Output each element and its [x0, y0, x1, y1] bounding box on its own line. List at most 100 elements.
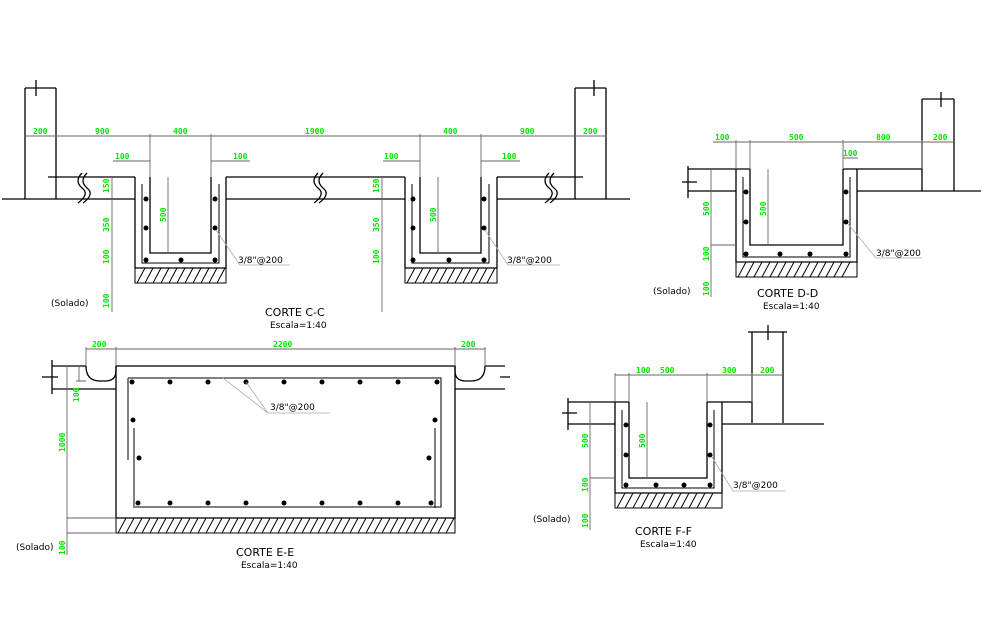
- rebar-dot: [843, 251, 849, 257]
- dim-label: 400: [443, 127, 458, 136]
- rebar-dot: [481, 257, 487, 263]
- hatch: [117, 517, 455, 534]
- dim-label: 200: [92, 340, 107, 349]
- solado-label: (Solado): [653, 287, 690, 297]
- rebar-dot: [143, 225, 149, 231]
- dim-label: 500: [789, 133, 804, 142]
- dim-label: 100: [233, 152, 248, 161]
- dim-label: 500: [702, 201, 711, 216]
- box-culvert: [115, 365, 456, 519]
- dim-label: 500: [660, 366, 675, 375]
- dim-label: 100: [702, 281, 711, 296]
- channel-1: [134, 177, 227, 269]
- dim-label: 100: [372, 249, 381, 264]
- rebar-leader: [215, 229, 290, 266]
- dim-label: 500: [638, 433, 647, 448]
- dim-label: 100: [636, 366, 651, 375]
- dim-label: 100: [115, 152, 130, 161]
- solado-block: [404, 267, 498, 284]
- hatch: [406, 267, 496, 284]
- right-gutter: [454, 365, 510, 390]
- right-slab: [857, 168, 981, 192]
- rebar-label: 3/8"@200: [238, 256, 283, 266]
- rebar-dot: [319, 379, 325, 385]
- dim-label: 200: [760, 366, 775, 375]
- rebar-leader: [484, 229, 560, 266]
- rebar-dot: [743, 219, 749, 225]
- dim-label: 100: [384, 152, 399, 161]
- rebar-stirrup: [141, 184, 220, 264]
- right-wall: [574, 87, 607, 199]
- rebar-dot: [143, 257, 149, 263]
- rebar-dot: [212, 257, 218, 263]
- left-slab: [562, 398, 615, 430]
- dim-label: 200: [583, 127, 598, 136]
- solado-label: (Solado): [533, 515, 570, 525]
- dim-label: 300: [722, 366, 737, 375]
- section-scale: Escala=1:40: [763, 302, 820, 312]
- rebar-dot: [167, 379, 173, 385]
- break-mark: [313, 172, 327, 204]
- solado-label: (Solado): [16, 543, 53, 553]
- rebar-dot: [212, 225, 218, 231]
- rebar-dot: [410, 196, 416, 202]
- hatch: [616, 492, 714, 509]
- dim-label: 100: [581, 513, 590, 528]
- dim-label: 350: [102, 217, 111, 232]
- break-mark: [544, 172, 558, 204]
- rebar-dot: [743, 251, 749, 257]
- dimension-line: [111, 177, 439, 312]
- section-d-d: 3/8"@200 100 500 800 200 100 500 100 100…: [653, 92, 981, 312]
- rebar-dot: [707, 482, 713, 488]
- rebar-dot: [410, 225, 416, 231]
- rebar-dot: [777, 251, 783, 257]
- rebar-sides: [127, 378, 442, 508]
- section-scale: Escala=1:40: [640, 540, 697, 550]
- rebar-dot: [243, 500, 249, 506]
- rebar-dot: [357, 500, 363, 506]
- rebar-stirrup: [742, 177, 851, 258]
- dim-label: 800: [876, 133, 891, 142]
- rebar-dot: [623, 482, 629, 488]
- solado-block: [735, 261, 858, 278]
- section-title: CORTE D-D: [757, 287, 818, 300]
- dim-label: 500: [159, 207, 168, 222]
- dim-label: 100: [102, 293, 111, 308]
- channel: [614, 401, 723, 494]
- rebar-dot: [281, 379, 287, 385]
- dimension-line: [85, 347, 486, 366]
- rebar-stirrup: [621, 410, 715, 489]
- rebar-label: 3/8"@200: [876, 249, 921, 259]
- dim-label: 150: [372, 178, 381, 193]
- rebar-dot: [623, 422, 629, 428]
- rebar-dot: [426, 455, 432, 461]
- rebar-dot: [432, 417, 438, 423]
- rebar-dot: [481, 225, 487, 231]
- section-e-e: 3/8"@200 200 2200 200 100 1000 100 (Sola…: [16, 340, 510, 571]
- left-slab: [42, 360, 116, 394]
- rebar-leader: [711, 456, 785, 492]
- channel-2: [404, 177, 498, 269]
- rebar-dot: [410, 257, 416, 263]
- rebar-dot: [843, 219, 849, 225]
- dimension-line: [713, 140, 954, 169]
- rebar-dot: [807, 251, 813, 257]
- rebar-dot: [481, 196, 487, 202]
- rebar-dot: [395, 500, 401, 506]
- solado-block: [614, 492, 723, 509]
- channel: [735, 168, 858, 263]
- rebar-dot: [205, 379, 211, 385]
- rebar-dot: [212, 196, 218, 202]
- rebar-dot: [446, 257, 452, 263]
- rebar-dot: [434, 379, 440, 385]
- hatch: [737, 261, 851, 278]
- rebar-label: 3/8"@200: [733, 481, 778, 491]
- rebar-dot: [357, 379, 363, 385]
- section-c-c: 3/8"@200 3/8"@200 200 900 400 1900 400 9…: [2, 80, 630, 331]
- dim-label: 100: [581, 477, 590, 492]
- left-wall: [24, 87, 57, 199]
- section-title: CORTE E-E: [236, 546, 294, 559]
- section-scale: Escala=1:40: [241, 561, 298, 571]
- rebar-dot: [428, 500, 434, 506]
